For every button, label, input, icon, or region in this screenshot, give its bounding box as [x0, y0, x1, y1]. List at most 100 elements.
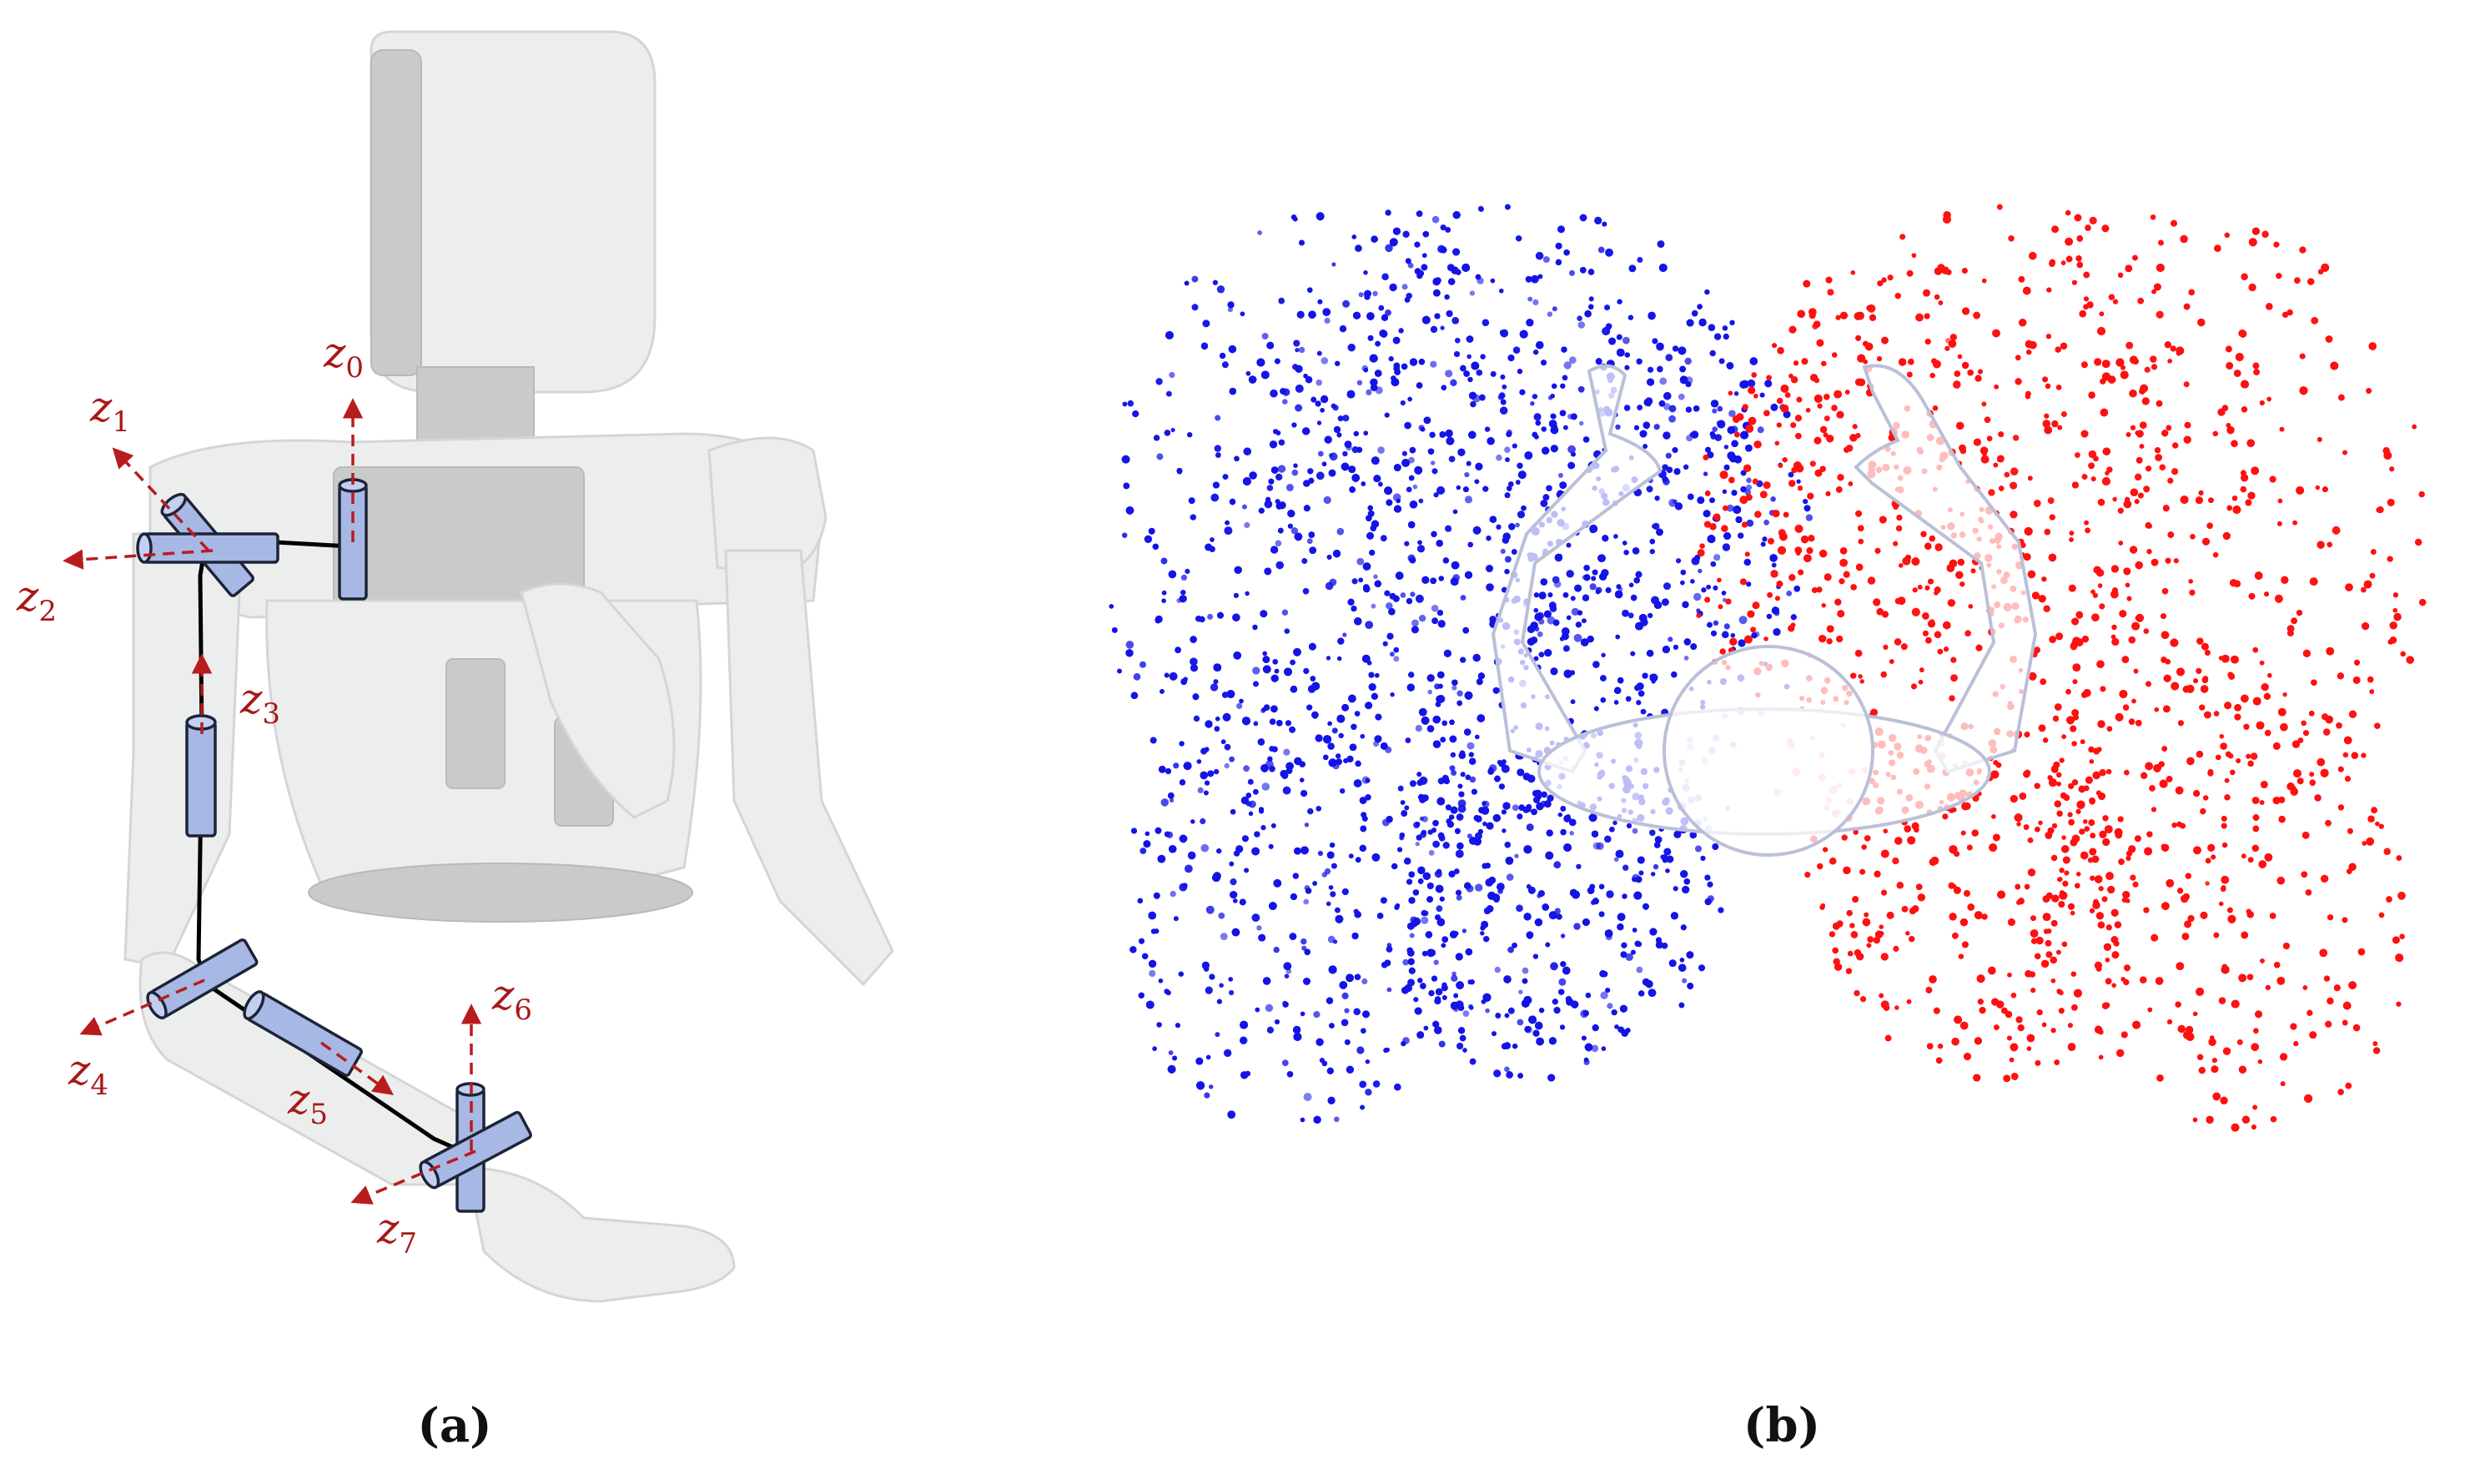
workspace-point — [1283, 748, 1290, 756]
workspace-point — [1582, 1009, 1589, 1017]
workspace-point — [1418, 615, 1426, 622]
workspace-point — [1475, 883, 1483, 892]
workspace-point — [1324, 868, 1331, 875]
workspace-point — [1622, 864, 1629, 871]
workspace-point — [1256, 925, 1262, 931]
workspace-point — [1496, 454, 1502, 461]
workspace-point — [1139, 848, 1147, 854]
workspace-point — [1372, 290, 1378, 297]
workspace-point — [1746, 477, 1752, 484]
workspace-point — [1301, 945, 1307, 951]
workspace-point — [1591, 1044, 1599, 1053]
workspace-point — [1613, 534, 1618, 539]
workspace-point — [1466, 742, 1475, 750]
workspace-point — [1253, 721, 1259, 727]
workspace-point — [1317, 850, 1323, 857]
workspace-point — [1344, 1008, 1350, 1014]
workspace-point — [1461, 928, 1467, 933]
workspace-point — [1712, 426, 1718, 432]
joint-7 — [419, 1110, 532, 1190]
workspace-point — [1224, 762, 1230, 769]
workspace-point — [1668, 415, 1676, 423]
workspace-point — [1573, 923, 1581, 930]
workspace-point — [1205, 986, 1213, 994]
workspace-point — [1712, 408, 1718, 414]
workspace-point — [1244, 868, 1250, 873]
workspace-point — [1386, 602, 1393, 610]
workspace-point — [1532, 299, 1539, 305]
workspace-point — [1361, 978, 1368, 985]
workspace-point — [1770, 496, 1776, 502]
workspace-point — [1673, 499, 1678, 505]
workspace-point — [1204, 1092, 1210, 1099]
workspace-point — [1324, 317, 1331, 324]
workspace-point — [1342, 632, 1347, 637]
workspace-point — [1431, 604, 1439, 612]
workspace-point — [1433, 959, 1439, 965]
workspace-point — [1431, 460, 1436, 465]
workspace-point — [1512, 346, 1521, 355]
workspace-point — [1695, 845, 1702, 853]
workspace-point — [1257, 230, 1262, 235]
workspace-point — [1374, 735, 1382, 743]
workspace-point — [1191, 304, 1199, 311]
workspace-point — [1504, 446, 1511, 453]
workspace-point — [1160, 798, 1170, 807]
workspace-point — [1210, 683, 1219, 692]
workspace-point — [1440, 325, 1445, 330]
workspace-point — [1303, 898, 1310, 905]
workspace-point — [1209, 1084, 1214, 1089]
workspace-point — [1220, 933, 1228, 940]
workspace-point — [1185, 864, 1193, 873]
workspace-point — [1713, 620, 1719, 626]
workspace-point — [1514, 853, 1519, 858]
workspace-point — [1698, 568, 1703, 574]
workspace-point — [1261, 333, 1269, 340]
workspace-point — [1341, 992, 1349, 999]
workspace-point — [1464, 496, 1473, 504]
workspace-point — [1460, 595, 1466, 601]
workspace-point — [1512, 804, 1519, 812]
workspace-point — [1560, 933, 1566, 938]
workspace-point — [1415, 725, 1422, 732]
workspace-point — [1507, 946, 1514, 953]
workspace-point — [1207, 613, 1214, 620]
workspace-point — [1552, 306, 1557, 312]
robot-base-bottom — [308, 863, 693, 923]
workspace-point — [1569, 269, 1575, 276]
axis-arrow-z2 — [63, 549, 214, 570]
workspace-point — [1336, 527, 1345, 536]
workspace-point — [1359, 1080, 1367, 1089]
workspace-point — [1313, 1011, 1321, 1019]
workspace-point — [1445, 525, 1452, 532]
workspace-point — [1415, 842, 1421, 847]
workspace-point — [1377, 446, 1385, 454]
workspace-point — [1506, 873, 1514, 881]
workspace-point — [1229, 756, 1235, 762]
workspace-point — [1462, 1010, 1470, 1017]
workspace-point — [1504, 1066, 1510, 1073]
workspace-point — [1214, 445, 1222, 452]
workspace-point — [1334, 1116, 1340, 1123]
workspace-point — [1385, 244, 1393, 253]
workspace-point — [1663, 403, 1671, 410]
robot-head — [370, 30, 656, 394]
workspace-point — [1390, 651, 1395, 657]
workspace-point — [1682, 978, 1688, 983]
workspace-point — [1786, 591, 1793, 596]
workspace-point — [1323, 496, 1331, 505]
workspace-point — [1421, 916, 1429, 924]
workspace-point — [1518, 989, 1523, 994]
workspace-point — [1640, 708, 1647, 715]
workspace-point — [1122, 532, 1128, 538]
workspace-point — [1197, 787, 1204, 794]
axis-label-z0: z0 — [323, 329, 364, 385]
workspace-point — [1527, 296, 1533, 302]
workspace-point — [1407, 262, 1414, 269]
workspace-point — [1684, 357, 1692, 365]
workspace-point — [1340, 788, 1346, 794]
workspace-point — [1569, 831, 1574, 836]
workspace-point — [1285, 484, 1294, 491]
workspace-point — [1421, 816, 1428, 822]
joint-3 — [185, 714, 217, 838]
